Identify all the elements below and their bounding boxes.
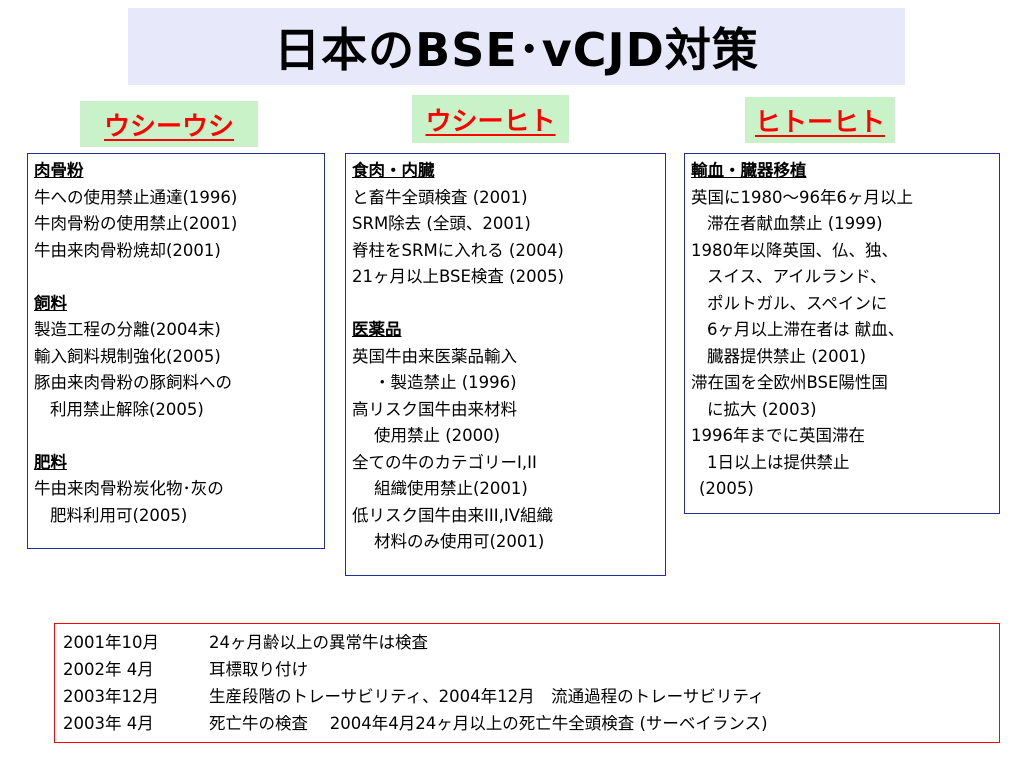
list-item: スイス、アイルランド、 bbox=[707, 267, 887, 286]
panel-cow-cow: 肉骨粉 牛への使用禁止通達(1996) 牛肉骨粉の使用禁止(2001) 牛由来肉… bbox=[27, 153, 325, 549]
timeline-text: 耳標取り付け bbox=[209, 660, 308, 679]
list-item: 英国牛由来医薬品輸入 bbox=[352, 346, 517, 366]
list-item: 牛由来肉骨粉炭化物･灰の bbox=[34, 479, 224, 498]
list-item: 組織使用禁止(2001) bbox=[374, 479, 528, 498]
tag-cow-human: ウシーヒト bbox=[412, 95, 569, 143]
list-item: 6ヶ月以上滞在者は 献血、 bbox=[707, 320, 905, 339]
tag-human-human: ヒトーヒト bbox=[745, 97, 895, 143]
section-heading-transfusion-transplant: 輸血・臓器移植 bbox=[691, 161, 807, 180]
tag-cow-human-label: ウシーヒト bbox=[425, 106, 556, 137]
list-item: 高リスク国牛由来材料 bbox=[352, 399, 517, 419]
section-heading-pharmaceuticals: 医薬品 bbox=[352, 320, 402, 339]
list-item: 牛肉骨粉の使用禁止(2001) bbox=[34, 214, 238, 233]
list-item: 豚由来肉骨粉の豚飼料への bbox=[34, 373, 232, 392]
timeline-text: 死亡牛の検査 2004年4月24ヶ月以上の死亡牛全頭検査 (サーベイランス) bbox=[209, 714, 768, 733]
section-heading-meat-bone-meal: 肉骨粉 bbox=[34, 161, 84, 180]
panel-cow-human: 食肉・内臓 と畜牛全頭検査 (2001) SRM除去 (全頭、2001) 脊柱を… bbox=[345, 153, 666, 576]
tag-cow-cow-label: ウシーウシ bbox=[103, 111, 234, 142]
list-item: 牛への使用禁止通達(1996) bbox=[34, 187, 238, 207]
timeline-row: 2002年 4月 耳標取り付け bbox=[63, 656, 991, 683]
list-item: 滞在国を全欧州BSE陽性国 bbox=[691, 373, 888, 392]
list-item: 1980年以降英国、仏、独、 bbox=[691, 240, 898, 260]
list-item: 肥料利用可(2005) bbox=[50, 505, 188, 525]
list-item: 滞在者献血禁止 (1999) bbox=[707, 214, 883, 233]
list-item: 低リスク国牛由来III,IV組織 bbox=[352, 505, 553, 525]
timeline-row: 2001年10月 24ヶ月齢以上の異常牛は検査 bbox=[63, 629, 991, 656]
tag-human-human-label: ヒトーヒト bbox=[754, 107, 885, 138]
timeline-date: 2001年10月 bbox=[63, 633, 159, 652]
list-item: 牛由来肉骨粉焼却(2001) bbox=[34, 240, 221, 260]
list-item: 英国に1980～96年6ヶ月以上 bbox=[691, 187, 913, 207]
timeline-row: 2003年 4月 死亡牛の検査 2004年4月24ヶ月以上の死亡牛全頭検査 (サ… bbox=[63, 710, 991, 737]
timeline-date: 2003年 4月 bbox=[63, 714, 154, 733]
list-item: 1日以上は提供禁止 bbox=[707, 452, 850, 472]
list-item: 製造工程の分離(2004末) bbox=[34, 320, 221, 339]
section-heading-meat-organs: 食肉・内臓 bbox=[352, 161, 435, 180]
page-title: 日本のBSE･vCJD対策 bbox=[274, 22, 759, 77]
timeline-date: 2002年 4月 bbox=[63, 660, 154, 679]
list-item: 輸入飼料規制強化(2005) bbox=[34, 346, 221, 366]
list-item: 全ての牛のカテゴリーI,II bbox=[352, 452, 537, 472]
list-item: 材料のみ使用可(2001) bbox=[374, 532, 545, 551]
list-item: と畜牛全頭検査 (2001) bbox=[352, 187, 528, 207]
timeline-text: 24ヶ月齢以上の異常牛は検査 bbox=[209, 633, 428, 652]
panel-human-human: 輸血・臓器移植 英国に1980～96年6ヶ月以上 滞在者献血禁止 (1999) … bbox=[684, 153, 1000, 514]
list-item: 利用禁止解除(2005) bbox=[50, 399, 204, 419]
spacer bbox=[34, 264, 318, 291]
list-item: ・製造禁止 (1996) bbox=[374, 373, 517, 392]
list-item: 使用禁止 (2000) bbox=[374, 426, 501, 445]
timeline-text: 生産段階のトレーサビリティ、2004年12月 流通過程のトレーサビリティ bbox=[209, 687, 765, 706]
spacer bbox=[352, 291, 659, 318]
timeline-date: 2003年12月 bbox=[63, 687, 159, 706]
list-item: に拡大 (2003) bbox=[707, 399, 817, 419]
timeline-row: 2003年12月 生産段階のトレーサビリティ、2004年12月 流通過程のトレー… bbox=[63, 683, 991, 710]
section-heading-fertilizer: 肥料 bbox=[34, 452, 67, 472]
list-item: 21ヶ月以上BSE検査 (2005) bbox=[352, 267, 565, 286]
title-banner: 日本のBSE･vCJD対策 bbox=[128, 8, 905, 85]
tag-cow-cow: ウシーウシ bbox=[80, 101, 258, 147]
section-heading-feed: 飼料 bbox=[34, 293, 67, 313]
list-item: 脊柱をSRMに入れる (2004) bbox=[352, 240, 564, 260]
spacer bbox=[34, 423, 318, 450]
list-item: 1996年までに英国滞在 bbox=[691, 426, 865, 445]
list-item: SRM除去 (全頭、2001) bbox=[352, 214, 531, 233]
list-item: 臓器提供禁止 (2001) bbox=[707, 346, 867, 366]
timeline-panel: 2001年10月 24ヶ月齢以上の異常牛は検査 2002年 4月 耳標取り付け … bbox=[54, 623, 1000, 743]
list-item: (2005) bbox=[699, 479, 754, 498]
list-item: ポルトガル、スペインに bbox=[707, 293, 888, 313]
